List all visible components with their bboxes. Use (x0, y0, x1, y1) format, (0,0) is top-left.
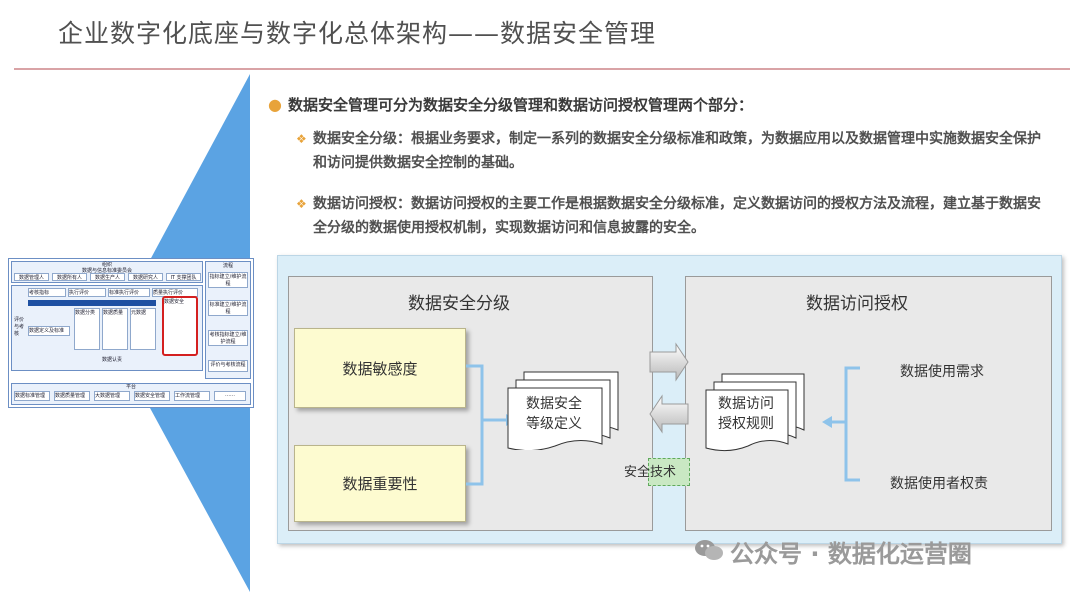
thumb-flow-item: 标准建立/维护流程 (208, 300, 248, 316)
intro-bullet: ● 数据安全管理可分为数据安全分级管理和数据访问授权管理两个部分： (268, 94, 753, 115)
diamond-bullet-icon: ❖ (296, 197, 307, 211)
intro-text: 数据安全管理可分为数据安全分级管理和数据访问授权管理两个部分： (287, 96, 753, 114)
zoom-cone (150, 74, 250, 592)
wechat-icon (695, 540, 723, 560)
thumb-eval-item: 标准执行评价 (108, 288, 150, 297)
thumb-platform-item: 数据质量管理 (54, 391, 90, 401)
importance-label: 数据重要性 (342, 475, 418, 493)
thumb-eval-side: 评价与考核 (14, 317, 25, 337)
thumb-eval-item: 考核指标 (28, 288, 66, 297)
exchange-arrows (649, 342, 689, 434)
classification-title: 数据安全分级 (408, 294, 510, 314)
thumb-org-label: 组织 (101, 262, 112, 268)
thumb-eval-box: 评价与考核 考核指标 执行评价 标准执行评价 质量执行评价 数据分类 数据质量 … (11, 285, 203, 371)
thumb-role: 数据生产人 (90, 273, 125, 281)
thumb-col: 元数据 (130, 308, 156, 350)
thumb-security-col: 数据安全 (162, 296, 198, 356)
authorization-title: 数据访问授权 (806, 294, 908, 314)
point-authorization: ❖ 数据访问授权：数据访问授权的主要工作是根据数据安全分级标准，定义数据访问的授… (296, 192, 1046, 240)
thumb-role: 数据管理人 (14, 273, 49, 281)
title-divider (14, 68, 1070, 70)
importance-box: 数据重要性 (294, 445, 466, 522)
thumb-eval-item: 执行评价 (68, 288, 106, 297)
thumb-platform-label: 平台 (125, 384, 136, 390)
thumb-committee: 数据与信息标准委员会 (81, 268, 132, 274)
level-definition-label: 数据安全 等级定义 (508, 394, 600, 434)
thumb-flow-label: 流程 (222, 263, 233, 269)
level-definition-line2: 等级定义 (526, 416, 582, 432)
page-title: 企业数字化底座与数字化总体架构——数据安全管理 (58, 19, 657, 48)
thumb-role: IT 支撑团队 (166, 273, 201, 281)
usage-need-label: 数据使用需求 (900, 364, 984, 380)
thumb-platform-item: …… (214, 391, 246, 401)
point-classification: ❖ 数据安全分级：根据业务要求，制定一系列的数据安全分级标准和政策，为数据应用以… (296, 127, 1046, 175)
thumb-sub-head-bar (28, 300, 156, 306)
auth-rule-doc-icon (705, 373, 805, 452)
watermark: 公众号 · 数据化运营圈 (730, 540, 972, 568)
thumb-flow-item: 考核指标建立/维护流程 (208, 330, 248, 346)
thumb-org-box: 组织 数据与信息标准委员会 数据管理人 数据所有人 数据生产人 数据研究人 IT… (11, 261, 203, 283)
thumb-flow-item: 评价与考核流程 (208, 360, 248, 372)
auth-rule-label: 数据访问 授权规则 (704, 394, 788, 434)
architecture-thumbnail: 组织 数据与信息标准委员会 数据管理人 数据所有人 数据生产人 数据研究人 IT… (8, 258, 254, 408)
thumb-role: 数据所有人 (52, 273, 87, 281)
security-tech-box (648, 458, 690, 486)
sensitivity-box: 数据敏感度 (294, 328, 466, 408)
thumb-platform-box: 平台 数据标准管理 数据质量管理 大数据管理 数据安全管理 工作流管理 …… (11, 383, 251, 405)
user-rights-label: 数据使用者权责 (890, 476, 988, 492)
thumb-flow-box: 流程 指标建立/维护流程 标准建立/维护流程 考核指标建立/维护流程 评价与考核… (205, 261, 251, 379)
point-text: 数据安全分级：根据业务要求，制定一系列的数据安全分级标准和政策，为数据应用以及数… (313, 131, 1041, 171)
thumb-col: 数据质量 (102, 308, 128, 350)
input-bracket (822, 366, 860, 482)
level-definition-line1: 数据安全 (526, 396, 582, 412)
thumb-platform-item: 工作流管理 (174, 391, 210, 401)
level-definition-doc-icon (507, 371, 619, 450)
thumb-platform-item: 大数据管理 (94, 391, 130, 401)
point-text: 数据访问授权：数据访问授权的主要工作是根据数据安全分级标准，定义数据访问的授权方… (313, 196, 1041, 236)
auth-rule-line2: 授权规则 (718, 416, 774, 432)
bullet-dot-icon: ● (268, 95, 282, 114)
thumb-platform-item: 数据安全管理 (134, 391, 170, 401)
sensitivity-label: 数据敏感度 (342, 359, 418, 378)
auth-rule-line1: 数据访问 (718, 396, 774, 412)
thumb-col: 数据分类 (74, 308, 100, 350)
thumb-people: 数据认责 (101, 357, 122, 363)
thumb-sub-head: 数据定义及标准 (28, 326, 70, 336)
thumb-role: 数据研究人 (128, 273, 163, 281)
security-tech-label: 安全技术 (624, 465, 677, 480)
thumb-flow-item: 指标建立/维护流程 (208, 272, 248, 288)
thumb-platform-item: 数据标准管理 (14, 391, 50, 401)
diamond-bullet-icon: ❖ (296, 132, 307, 146)
